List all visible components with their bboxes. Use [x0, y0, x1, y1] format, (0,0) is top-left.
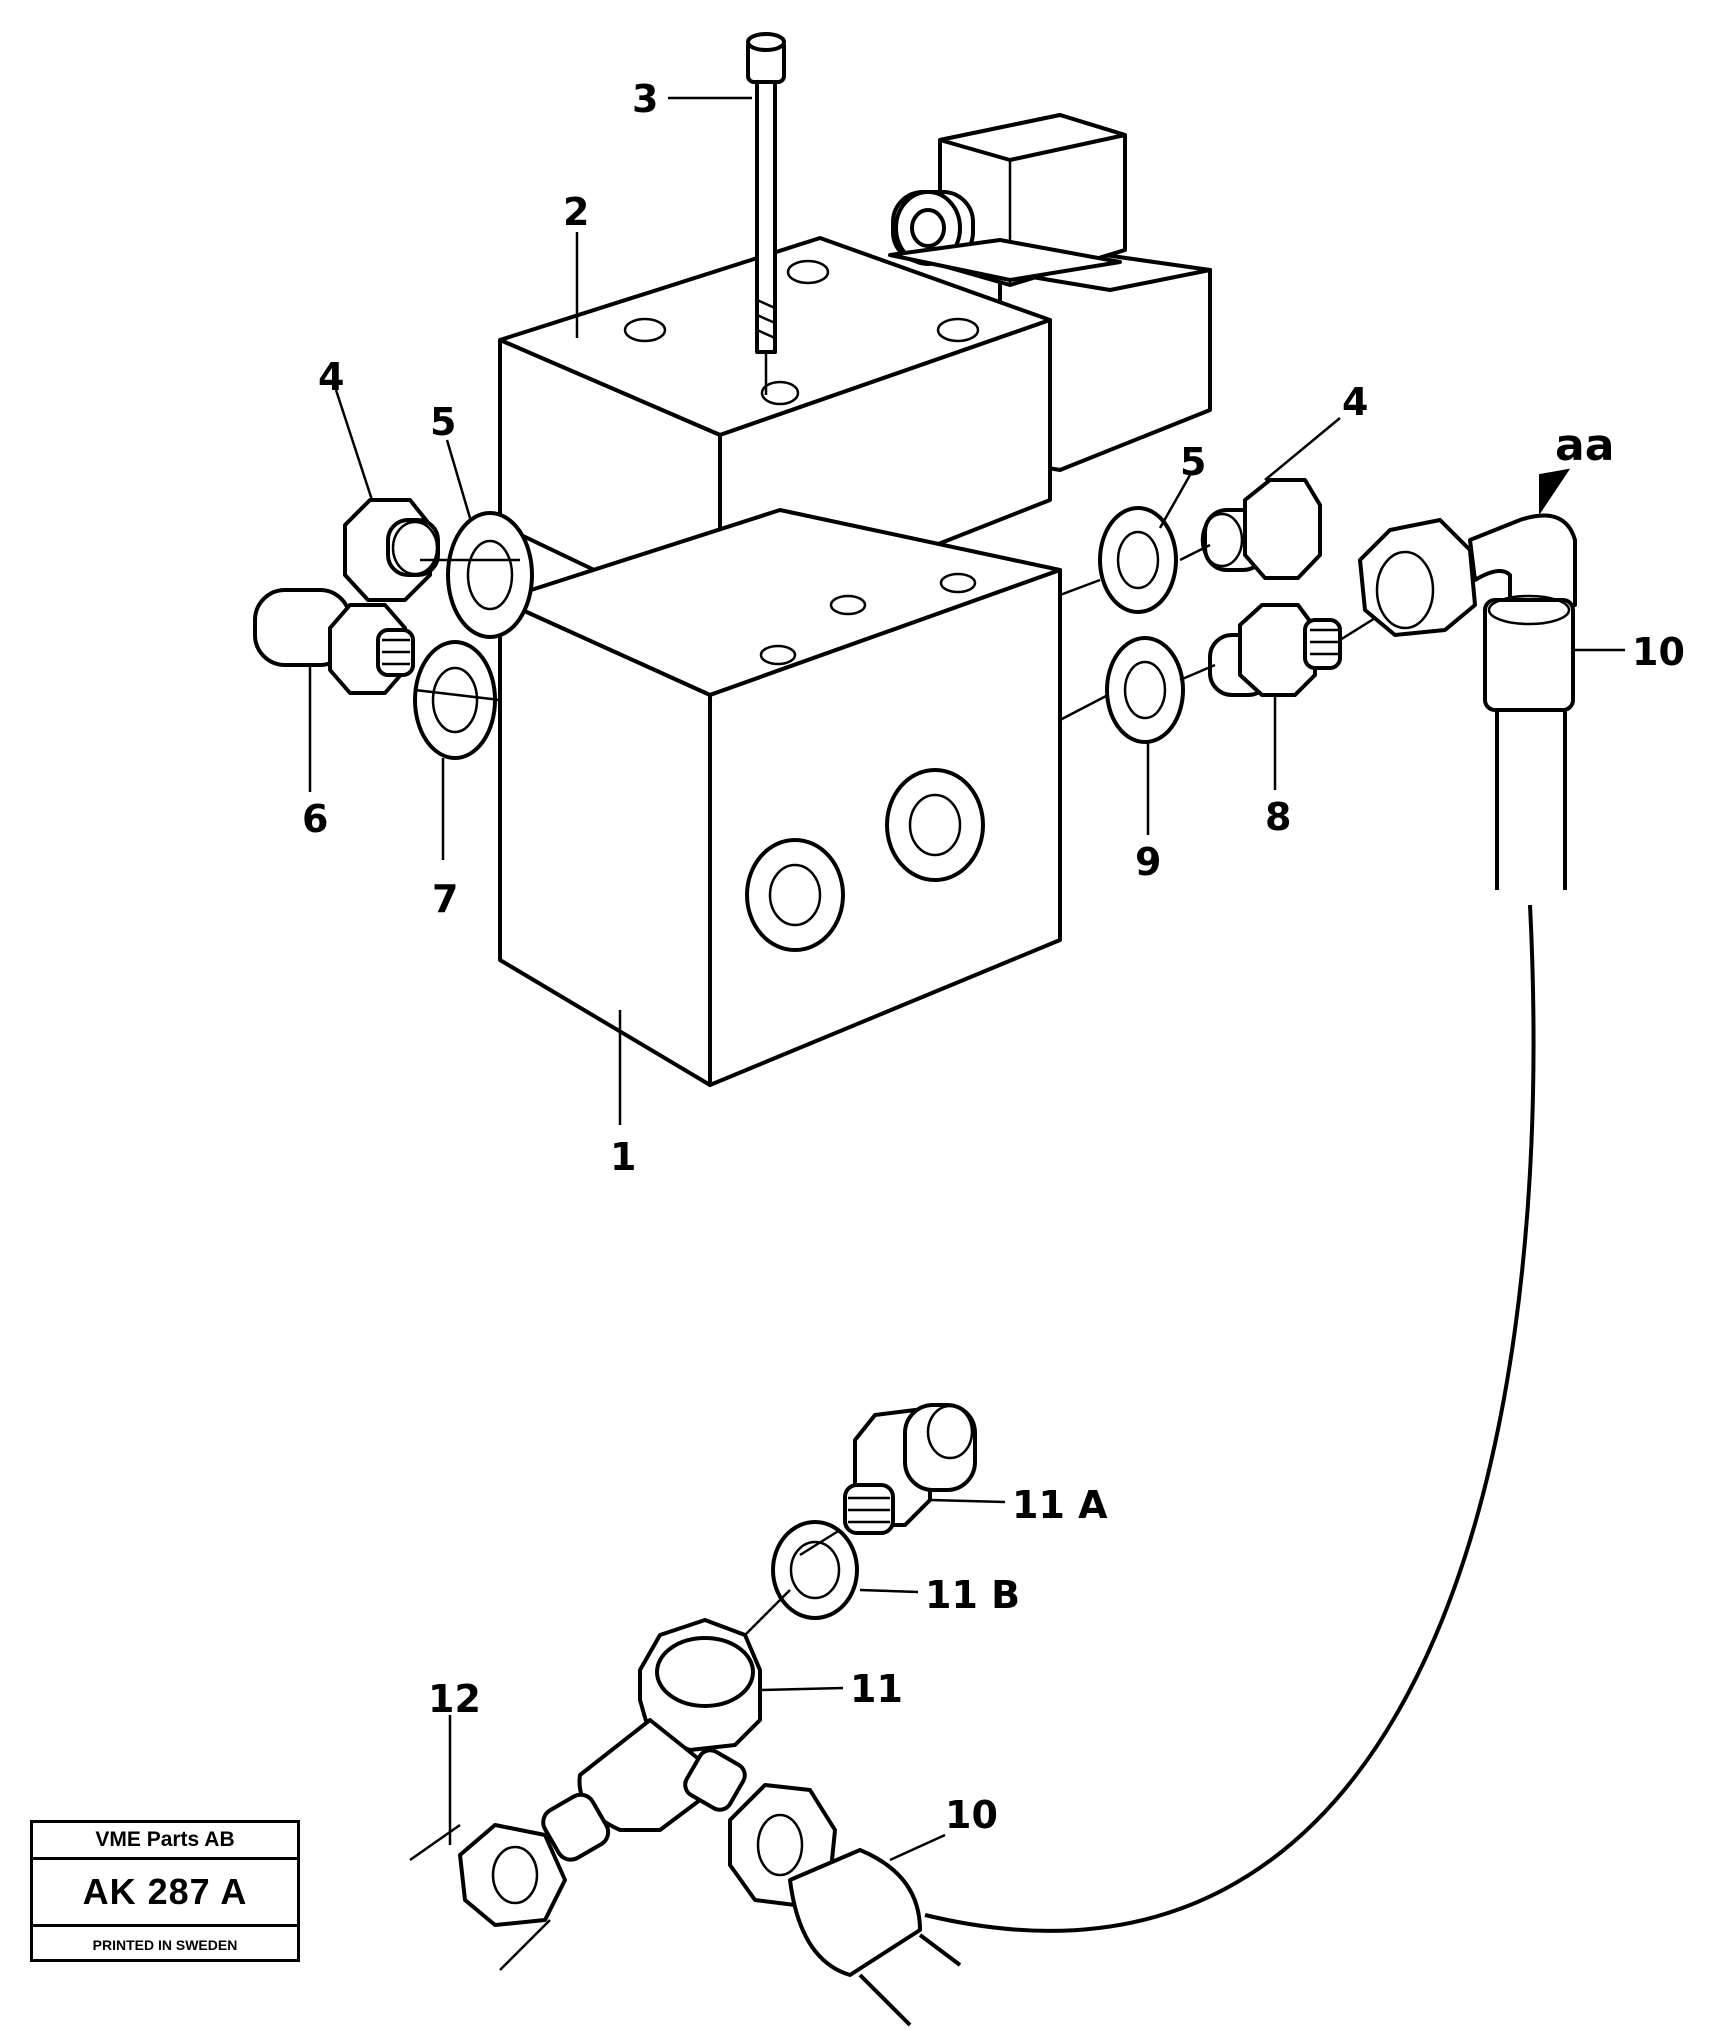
right-washer-9	[1105, 636, 1185, 744]
left-washer-7	[413, 640, 497, 760]
cap-screw	[746, 32, 786, 395]
callout-labels: 3 2 4 5 6 7 1 5 4 aa 9 8 10 11 A 11 B 11…	[302, 77, 1685, 1837]
callout-1: 1	[610, 1135, 636, 1179]
callout-4-left: 4	[318, 355, 344, 399]
callout-3: 3	[632, 77, 658, 121]
callout-11: 11	[850, 1667, 903, 1711]
fitting-12	[409, 1823, 567, 1971]
title-drawing-code: AK 287 A	[33, 1860, 297, 1927]
left-washer-5	[446, 511, 534, 639]
callout-9: 9	[1135, 840, 1161, 884]
title-block: VME Parts AB AK 287 A PRINTED IN SWEDEN	[30, 1820, 300, 1962]
arrow-aa-pointer	[1539, 468, 1571, 516]
callout-10-bottom: 10	[945, 1793, 998, 1837]
title-printed-note: PRINTED IN SWEDEN	[92, 1937, 238, 1953]
main-valve-body	[498, 508, 1062, 1087]
left-plug-4	[343, 498, 440, 602]
right-fitting-8	[1208, 603, 1342, 697]
callout-11b: 11 B	[925, 1573, 1020, 1617]
leader-lines	[308, 96, 1625, 1862]
solenoid-coil	[888, 113, 1212, 472]
callout-4-right: 4	[1342, 380, 1368, 424]
washer-11b	[771, 1520, 859, 1620]
callout-6: 6	[302, 797, 328, 841]
right-washer-5	[1098, 506, 1178, 614]
callout-5-right: 5	[1180, 440, 1206, 484]
tee-11	[541, 1618, 762, 1862]
callout-aa: aa	[1555, 420, 1614, 471]
right-plug-4	[1200, 478, 1322, 580]
callout-5-left: 5	[430, 400, 456, 444]
callout-2: 2	[563, 190, 589, 234]
adapter-11a	[843, 1403, 977, 1535]
hose-fitting-10-bottom	[728, 1783, 962, 2027]
callout-8: 8	[1265, 795, 1291, 839]
callout-12: 12	[428, 1677, 481, 1721]
callout-11a: 11 A	[1012, 1483, 1108, 1527]
title-company: VME Parts AB	[33, 1823, 297, 1860]
callout-7: 7	[432, 877, 458, 921]
left-fitting-6	[253, 588, 415, 695]
hose-line	[924, 904, 1536, 1933]
hose-assembly-top	[1358, 513, 1577, 890]
callout-10-top: 10	[1632, 630, 1685, 674]
